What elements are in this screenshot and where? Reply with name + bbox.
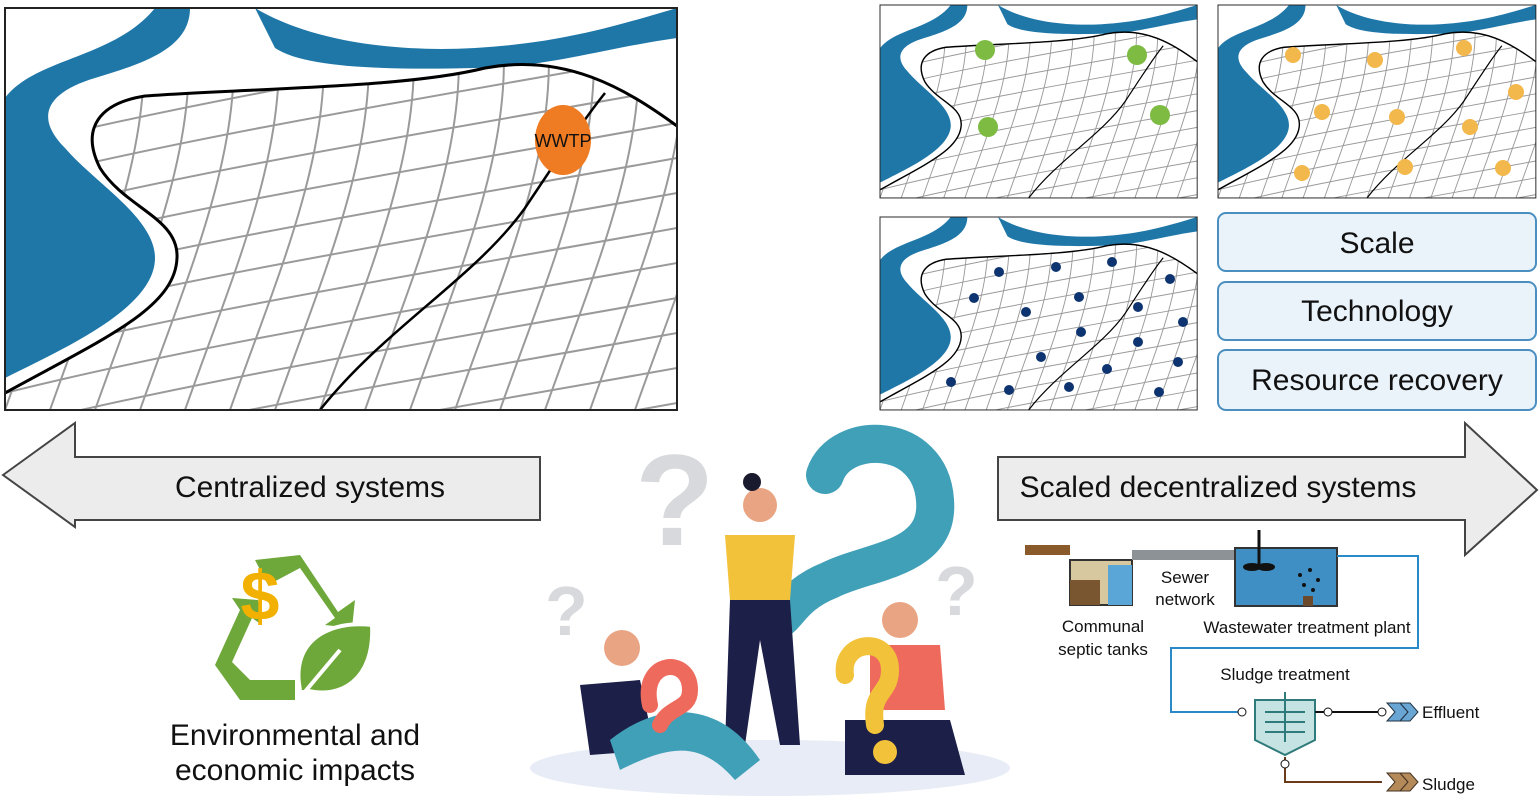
yellow-treatment-unit-dot [1389,109,1405,125]
sludge-chevron-icon [1385,772,1419,792]
yellow-treatment-unit-dot [1397,159,1413,175]
yellow-treatment-unit-dot [1314,104,1330,120]
green-treatment-unit-dot [1150,105,1170,125]
svg-text:septic tanks: septic tanks [1058,640,1148,659]
yellow-treatment-unit-dot [1495,160,1511,176]
svg-text:network: network [1155,590,1215,609]
svg-text:Scaled decentralized systems: Scaled decentralized systems [1020,471,1417,504]
navy-treatment-unit-dot [1004,385,1014,395]
green-treatment-unit-dot [1127,45,1147,65]
navy-treatment-unit-dot [1154,387,1164,397]
navy-treatment-unit-dot [1133,337,1143,347]
septic-tank-icon [1069,559,1133,606]
impacts-line2: economic impacts [175,754,415,787]
treatment-unit-dots [946,40,1524,397]
yellow-treatment-unit-dot [1294,165,1310,181]
factor-resource-recovery: Resource recovery [1217,349,1537,411]
clarifier-icon [1254,692,1316,757]
navy-treatment-unit-dot [1107,257,1117,267]
navy-treatment-unit-dot [1076,327,1086,337]
decentralized-arrow: Scaled decentralized systems [997,420,1539,558]
navy-treatment-unit-dot [1178,317,1188,327]
navy-treatment-unit-dot [1064,382,1074,392]
svg-text:Sludge treatment: Sludge treatment [1220,665,1350,684]
factor-technology: Technology [1217,281,1537,341]
wwtp-marker [535,105,591,175]
navy-treatment-unit-dot [1165,274,1175,284]
recycle-icon [215,555,375,702]
svg-text:?: ? [635,427,714,573]
navy-treatment-unit-dot [1074,292,1084,302]
process-diagram: Sewer network Communal septic tanks Wast… [1025,530,1480,794]
svg-text:Communal: Communal [1062,617,1144,636]
navy-treatment-unit-dot [1051,262,1061,272]
svg-text:Scale: Scale [1339,227,1414,260]
centralized-arrow: Centralized systems [1,421,541,529]
svg-text:?: ? [545,572,588,650]
green-treatment-unit-dot [975,40,995,60]
centralized-map: WWTP [0,8,864,533]
navy-treatment-unit-dot [1021,307,1031,317]
wwtp-tank-icon [1234,530,1338,607]
factor-scale: Scale [1217,212,1537,272]
svg-text:Technology: Technology [1301,295,1453,328]
people-with-questions-illustration: ? ? ? [530,424,1010,796]
effluent-chevron-icon [1385,702,1419,722]
navy-treatment-unit-dot [994,267,1004,277]
navy-treatment-unit-dot [1102,364,1112,374]
green-treatment-unit-dot [978,117,998,137]
yellow-treatment-unit-dot [1456,40,1472,56]
navy-treatment-unit-dot [1133,302,1143,312]
navy-treatment-unit-dot [1036,352,1046,362]
svg-text:Sewer: Sewer [1161,568,1210,587]
navy-treatment-unit-dot [946,377,956,387]
yellow-treatment-unit-dot [1285,47,1301,63]
sludge-label: Sludge [1422,775,1475,794]
wwtp-label: WWTP [535,131,592,151]
dollar-icon: $ [241,557,280,635]
yellow-treatment-unit-dot [1462,119,1478,135]
effluent-label: Effluent [1422,703,1480,722]
svg-text:Centralized systems: Centralized systems [175,471,445,504]
navy-treatment-unit-dot [1173,357,1183,367]
svg-text:Resource recovery: Resource recovery [1251,364,1503,397]
svg-text:Wastewater treatment plant: Wastewater treatment plant [1203,618,1411,637]
yellow-treatment-unit-dot [1508,84,1524,100]
navy-treatment-unit-dot [969,293,979,303]
decentralized-map-navy [710,217,1285,469]
yellow-treatment-unit-dot [1367,52,1383,68]
impacts-line1: Environmental and [170,719,420,752]
svg-text:?: ? [935,552,978,630]
